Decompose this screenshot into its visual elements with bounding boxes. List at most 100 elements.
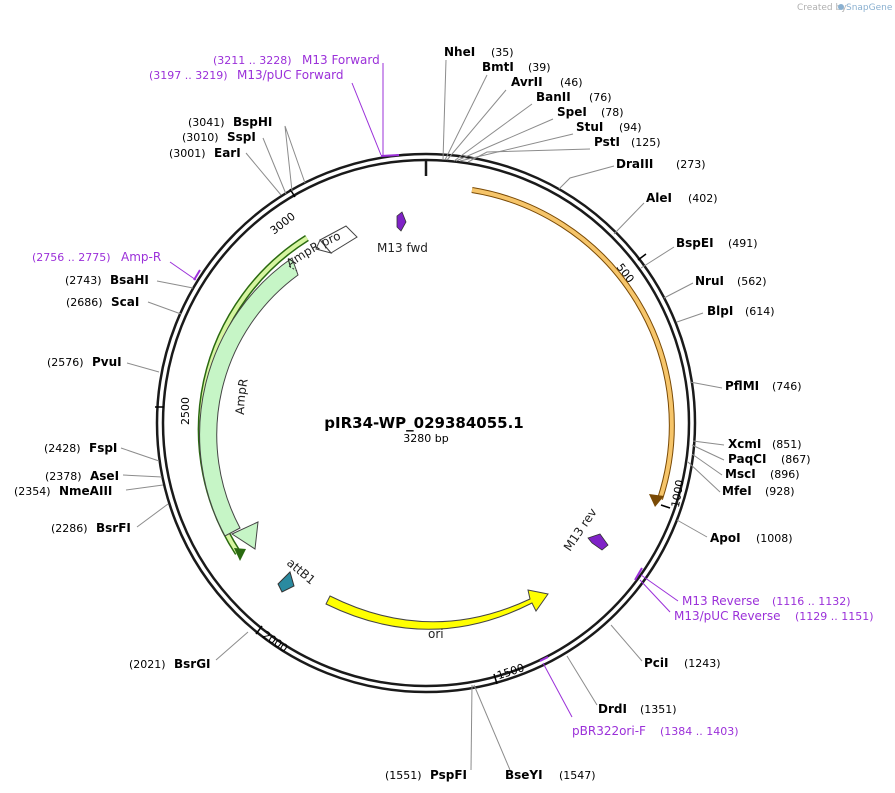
site-drdi[interactable]: DrdI(1351): [598, 702, 677, 716]
site-pflmi[interactable]: PflMI(746): [725, 379, 802, 393]
site-asei[interactable]: (2378)AseI: [45, 469, 119, 483]
site-spei[interactable]: SpeI(78): [557, 105, 624, 119]
tick-label-3000: 3000: [268, 210, 298, 237]
site-position: (562): [737, 275, 767, 288]
site-position: (2428): [44, 442, 81, 455]
site-position: (402): [688, 192, 718, 205]
m13-rev-label: M13 rev: [561, 506, 600, 554]
site-psti[interactable]: PstI(125): [594, 135, 661, 149]
plasmid-name: pIR34-WP_029384055.1: [324, 414, 523, 432]
site-position: (3001): [169, 147, 206, 160]
site-msci[interactable]: MscI(896): [725, 467, 800, 481]
site-name: ApoI: [710, 531, 741, 545]
snapgene-logo-icon: [838, 4, 844, 10]
site-sspi[interactable]: (3010)SspI: [182, 130, 256, 144]
site-position: (851): [772, 438, 802, 451]
site-position: (46): [560, 76, 583, 89]
primer-m13-puc-reverse[interactable]: M13/pUC Reverse(1129 .. 1151): [674, 609, 874, 623]
site-name: BspEI: [676, 236, 714, 250]
backbone: [155, 152, 697, 694]
site-bseyi[interactable]: BseYI(1547): [505, 768, 596, 782]
site-position: (273): [676, 158, 706, 171]
primer-pbr322ori-f[interactable]: pBR322ori-F (1384 .. 1403): [572, 724, 739, 738]
site-pcii[interactable]: PciI(1243): [644, 656, 721, 670]
site-name: NruI: [695, 274, 724, 288]
primer-labels: (3211 .. 3228) M13 Forward (3197 .. 3219)…: [32, 53, 874, 738]
site-position: (76): [589, 91, 612, 104]
site-position: (1351): [640, 703, 677, 716]
primer-m13-forward[interactable]: (3211 .. 3228) M13 Forward: [213, 53, 380, 67]
primer-name: pBR322ori-F: [572, 724, 646, 738]
site-eari[interactable]: (3001)EarI: [169, 146, 241, 160]
primer-range: (1384 .. 1403): [660, 725, 739, 738]
site-alei[interactable]: AleI(402): [646, 191, 718, 205]
primer-name: M13 Forward: [302, 53, 380, 67]
primer-m13-reverse[interactable]: M13 Reverse(1116 .. 1132): [682, 594, 851, 608]
tick-2000: [255, 625, 263, 635]
primer-bar-amp-r: [193, 269, 201, 281]
site-bsphi[interactable]: (3041)BspHI: [188, 115, 272, 129]
site-avrii[interactable]: AvrII (46): [511, 75, 583, 89]
site-bmti[interactable]: BmtI(39): [482, 60, 551, 74]
site-position: (3010): [182, 131, 219, 144]
site-name: DraIII: [616, 157, 653, 171]
site-stui[interactable]: StuI(94): [576, 120, 642, 134]
site-blpi[interactable]: BlpI(614): [707, 304, 775, 318]
site-scai[interactable]: (2686) ScaI: [66, 295, 139, 309]
primer-bars: [193, 154, 643, 662]
site-nhei[interactable]: NheI(35): [444, 45, 514, 59]
primer-range: (3211 .. 3228): [213, 54, 292, 67]
site-name: ScaI: [111, 295, 139, 309]
site-labels-left: (1551)PspFI (2021) BsrGI (2286)BsrFI (235…: [14, 115, 467, 782]
site-xcmi[interactable]: XcmI(851): [728, 437, 802, 451]
watermark-prefix: Created by: [797, 3, 847, 13]
watermark-brand: SnapGene: [846, 3, 893, 13]
m13-fwd-label: M13 fwd: [377, 241, 428, 255]
site-paqci[interactable]: PaqCI(867): [728, 452, 811, 466]
site-mfei[interactable]: MfeI(928): [722, 484, 795, 498]
ampr-track-arrowhead: [234, 548, 246, 561]
site-position: (1008): [756, 532, 793, 545]
site-position: (2743): [65, 274, 102, 287]
site-pspfi[interactable]: (1551)PspFI: [385, 768, 467, 782]
site-position: (35): [491, 46, 514, 59]
site-position: (2576): [47, 356, 84, 369]
site-bsrfi[interactable]: (2286)BsrFI: [51, 521, 131, 535]
primer-amp-r[interactable]: (2756 .. 2775)Amp-R: [32, 250, 161, 264]
site-bsahi[interactable]: (2743)BsaHI: [65, 273, 149, 287]
snapgene-watermark: Created by SnapGene: [797, 3, 893, 13]
m13-fwd-marker: [396, 211, 407, 232]
site-name: AvrII: [511, 75, 543, 89]
site-position: (2021): [129, 658, 166, 671]
ampr-promoter-label: AmpR promoter: [0, 0, 343, 270]
site-pvui[interactable]: (2576) PvuI: [47, 355, 122, 369]
ampr-label-path: AmpR: [233, 377, 251, 415]
site-name: PflMI: [725, 379, 759, 393]
primer-name: M13/pUC Forward: [237, 68, 344, 82]
primer-m13-puc-forward[interactable]: (3197 .. 3219)M13/pUC Forward: [149, 68, 344, 82]
site-nrui[interactable]: NruI (562): [695, 274, 767, 288]
plasmid-length: 3280 bp: [403, 432, 448, 445]
backbone-inner-ring: [161, 158, 691, 688]
site-leaders-left: [120, 125, 473, 771]
site-position: (2686): [66, 296, 103, 309]
site-name: BsrGI: [174, 657, 211, 671]
site-banii[interactable]: BanII(76): [536, 90, 612, 104]
site-nmeaiii[interactable]: (2354)NmeAIII: [14, 484, 112, 498]
site-apoi[interactable]: ApoI (1008): [710, 531, 793, 545]
primer-name: M13 Reverse: [682, 594, 760, 608]
site-name: MscI: [725, 467, 756, 481]
site-position: (1551): [385, 769, 422, 782]
tick-1000: [660, 504, 671, 509]
site-name: PvuI: [92, 355, 122, 369]
site-fspi[interactable]: (2428)FspI: [44, 441, 117, 455]
site-name: SpeI: [557, 105, 587, 119]
site-labels-right: NheI(35) BmtI(39) AvrII (46) BanII(76) Sp…: [444, 45, 811, 782]
site-draiii[interactable]: DraIII (273): [616, 157, 706, 171]
site-bsrgi[interactable]: (2021) BsrGI: [129, 657, 211, 671]
site-bspei[interactable]: BspEI(491): [676, 236, 758, 250]
site-position: (125): [631, 136, 661, 149]
site-name: PciI: [644, 656, 669, 670]
site-name: BsrFI: [96, 521, 131, 535]
